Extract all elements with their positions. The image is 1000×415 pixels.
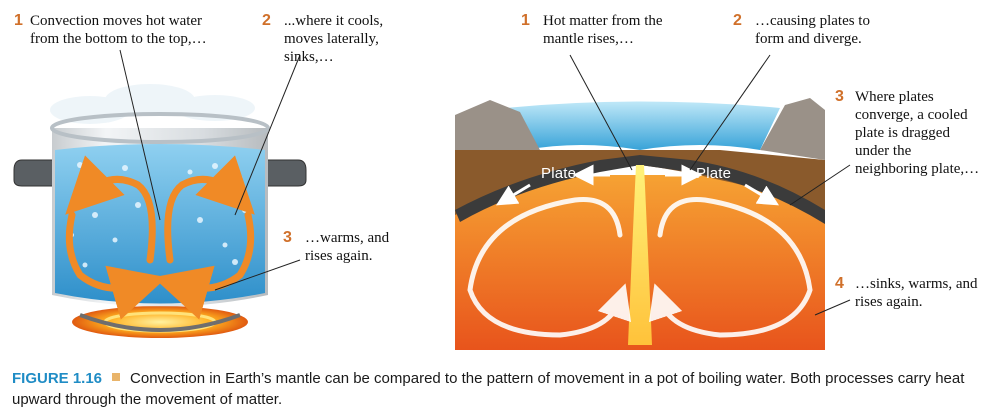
pot-leader-lines bbox=[119, 49, 301, 291]
callout-number: 1 bbox=[14, 12, 23, 29]
callout-line: ...where it cools, bbox=[284, 13, 384, 29]
plate-label-right: Plate bbox=[696, 165, 732, 182]
callout-number: 3 bbox=[283, 229, 292, 246]
earth-cross-section bbox=[455, 54, 851, 350]
callout-number: 2 bbox=[262, 12, 271, 29]
pot-convection-arrows bbox=[65, 155, 255, 320]
callout-line: rises again. bbox=[305, 248, 373, 264]
callout-line: Hot matter from the bbox=[543, 13, 663, 29]
pot-rim bbox=[50, 112, 270, 144]
callout-line: Where plates bbox=[855, 89, 934, 105]
callout-line: under the bbox=[855, 143, 912, 159]
callout-line: …causing plates to bbox=[755, 13, 870, 29]
plate-left bbox=[455, 155, 640, 222]
callout-line: converge, a cooled bbox=[855, 107, 968, 123]
callout-line: from the bottom to the top,… bbox=[30, 31, 207, 47]
callout-number: 1 bbox=[521, 12, 530, 29]
callout-line: Convection moves hot water bbox=[30, 13, 203, 29]
callout-number: 2 bbox=[733, 12, 742, 29]
pot-handle-right bbox=[268, 159, 307, 187]
callout-line: mantle rises,… bbox=[543, 31, 634, 47]
callout-line: plate is dragged bbox=[855, 125, 950, 141]
pot-handle-left bbox=[13, 159, 52, 187]
mountains-left bbox=[455, 100, 540, 150]
mantle-plume bbox=[628, 165, 652, 345]
earth-leader-lines bbox=[569, 54, 851, 316]
lithosphere bbox=[455, 150, 825, 215]
plate-right bbox=[640, 155, 825, 224]
caption-text: Convection in Earth’s mantle can be comp… bbox=[12, 370, 965, 408]
plate-label-left: Plate bbox=[541, 165, 577, 182]
caption-bullet-icon bbox=[112, 373, 121, 381]
figure-number: FIGURE 1.16 bbox=[12, 370, 103, 387]
plate-motion-arrows bbox=[495, 164, 780, 206]
callout-line: …sinks, warms, and bbox=[855, 276, 978, 292]
mountains-right bbox=[760, 98, 825, 160]
callout-number: 3 bbox=[835, 88, 844, 105]
callout-line: moves laterally, bbox=[284, 31, 379, 47]
callout-line: …warms, and bbox=[305, 230, 390, 246]
callout-line: form and diverge. bbox=[755, 31, 862, 47]
callout-line: rises again. bbox=[855, 294, 923, 310]
callout-line: neighboring plate,… bbox=[855, 161, 980, 177]
mantle-convection-arrows bbox=[467, 196, 813, 338]
ocean bbox=[505, 101, 780, 150]
boiling-pot bbox=[13, 49, 307, 338]
callout-number: 4 bbox=[835, 275, 844, 292]
stove-grate bbox=[79, 313, 241, 332]
callout-line: sinks,… bbox=[284, 49, 334, 65]
